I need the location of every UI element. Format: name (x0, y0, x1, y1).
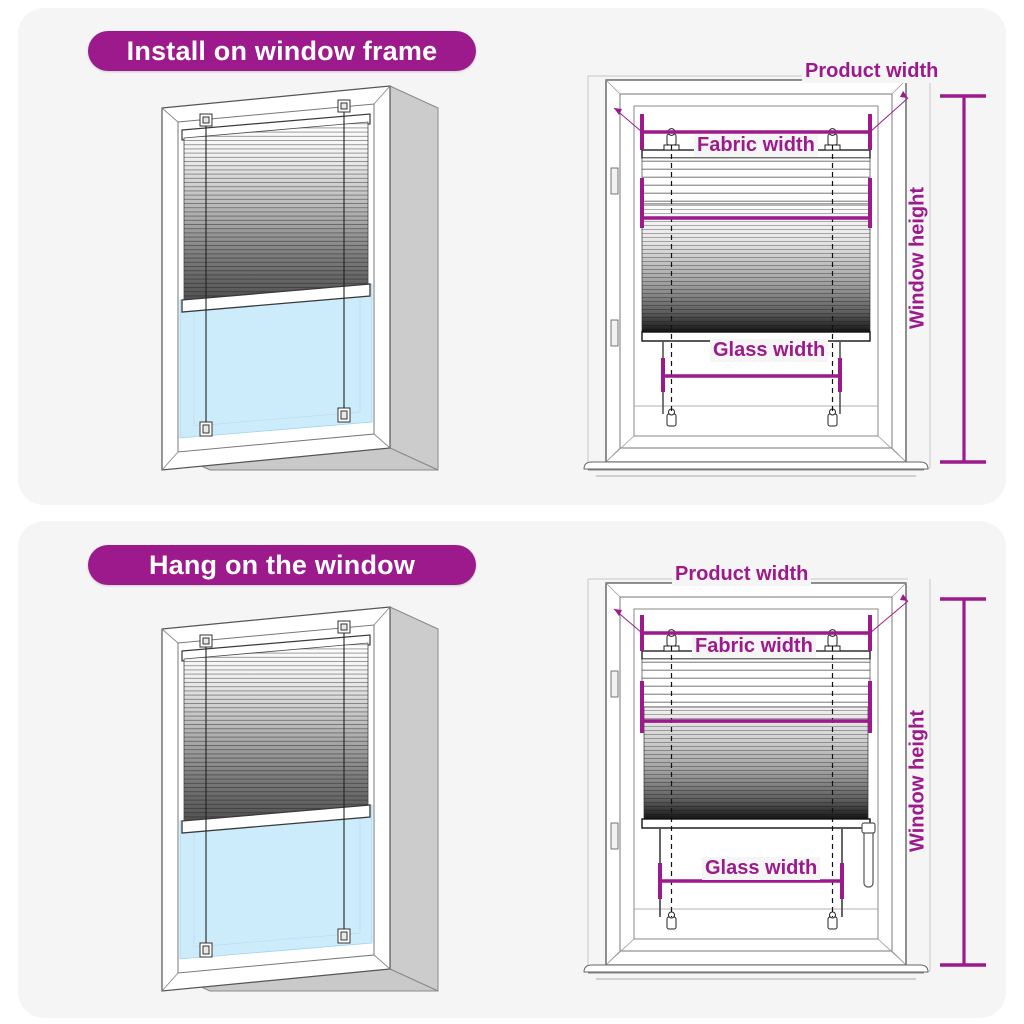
label-fabric-width-hang: Fabric width (692, 635, 816, 658)
label-product-width-install: Product width (802, 60, 942, 83)
panel-install-on-window-frame: Install on window frame (18, 8, 1006, 505)
panel-title-badge-hang: Hang on the window (88, 545, 476, 585)
panel-hang-on-the-window: Hang on the window (18, 521, 1006, 1018)
label-glass-width-hang: Glass width (702, 857, 821, 880)
window-illustration-install (161, 85, 439, 471)
label-fabric-width-install: Fabric width (694, 134, 818, 157)
window-handle-icon (861, 822, 876, 888)
label-window-height-install: Window height (906, 186, 929, 330)
label-product-width-hang: Product width (672, 563, 812, 586)
measurement-diagram-hang (583, 578, 986, 980)
label-glass-width-install: Glass width (710, 339, 829, 362)
window-illustration-hang (161, 606, 439, 992)
panel-title-badge-install: Install on window frame (88, 31, 476, 71)
measurement-diagram-install (583, 75, 986, 477)
label-window-height-hang: Window height (906, 709, 929, 853)
